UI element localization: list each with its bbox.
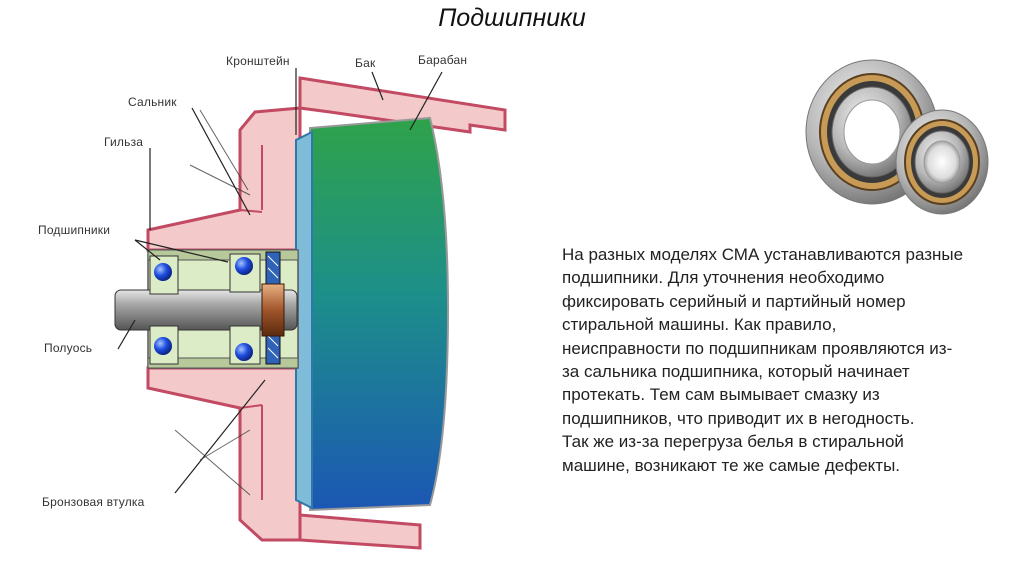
text-line: фиксировать серийный и партийный номер [562, 291, 906, 311]
label-kronshtein: Кронштейн [226, 54, 290, 68]
leader-lines [117, 68, 443, 494]
text-line: машине, возникают те же самые дефекты. [562, 455, 901, 475]
housing-hatching [174, 109, 251, 496]
label-baraban: Барабан [418, 53, 467, 67]
text-line: подшипников, что приводит их в негодност… [562, 408, 915, 428]
ball [235, 257, 253, 275]
label-podshipniki: Подшипники [38, 223, 110, 237]
text-line: подшипники. Для уточнения необходимо [562, 268, 885, 288]
text-line: стиральной машины. Как правило, [562, 315, 837, 335]
bearing-balls [149, 253, 261, 365]
ball [154, 337, 172, 355]
drum-flange [295, 130, 313, 510]
tank-housing [146, 76, 507, 550]
label-salnik: Сальник [128, 95, 177, 109]
label-bak: Бак [355, 56, 376, 70]
ball [154, 263, 172, 281]
page-title: Подшипники [438, 4, 586, 32]
description-text: На разных моделях СМА устанавливаются ра… [562, 243, 1017, 477]
bearing-assembly-diagram: Кронштейн Бак Барабан Сальник Гильза Под… [38, 53, 507, 550]
label-gilza: Гильза [104, 135, 143, 149]
drum [309, 116, 450, 512]
bearings-photo [805, 59, 989, 215]
label-poluos: Полуось [44, 341, 92, 355]
ball [235, 343, 253, 361]
text-line: неисправности по подшипникам проявляются… [562, 338, 953, 358]
text-line: протекать. Тем сам вымывает смазку из [562, 385, 880, 405]
bronze-bushing [261, 283, 285, 337]
half-shaft [114, 289, 298, 331]
text-line: за сальника подшипника, который начинает [562, 362, 910, 382]
text-line: Так же из-за перегруза белья в стирально… [562, 432, 904, 452]
label-bronz: Бронзовая втулка [42, 495, 145, 509]
text-line: На разных моделях СМА устанавливаются ра… [562, 245, 964, 264]
